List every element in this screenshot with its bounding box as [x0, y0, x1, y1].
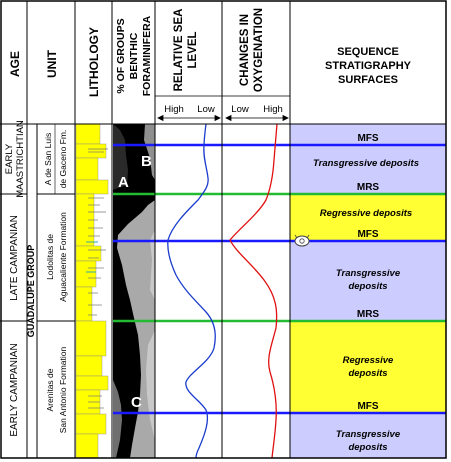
age-early-maastrichtian-2: MAASTRICHTIAN — [15, 120, 26, 198]
unit-a-de-san-luis-1: A de San Luis — [43, 133, 53, 185]
sea-scale-high: High — [164, 104, 184, 115]
header-sequence-1: SEQUENCE — [337, 46, 399, 58]
age-early-campanian: EARLY CAMPANIAN — [9, 343, 20, 436]
header-unit: UNIT — [45, 49, 59, 78]
deposit-regressive-lower-1: Regressive — [343, 355, 394, 366]
oxygenation-scale-arrow — [225, 114, 289, 122]
foram-label-c: C — [131, 394, 142, 411]
deposit-regressive-upper: Regressive deposits — [320, 208, 412, 219]
unit-a-de-san-luis-2: de Gaceno Fm. — [58, 130, 68, 189]
surface-label-mfs-bottom: MFS — [357, 401, 378, 412]
oxy-scale-high: High — [263, 104, 283, 115]
regressive-band-upper — [290, 194, 446, 241]
sea-level-curve — [167, 123, 216, 459]
foram-label-b: B — [141, 153, 152, 170]
header-oxygenation-2: OXYGENATION — [253, 8, 265, 92]
header-foram-3: FORAMINIFERA — [141, 15, 153, 96]
deposit-transgressive-middle-2: deposits — [348, 281, 387, 292]
surface-label-mfs-top: MFS — [357, 133, 378, 144]
unit-lodolitas-1: Lodolitas de — [45, 234, 55, 280]
deposit-regressive-lower-2: deposits — [348, 368, 387, 379]
regressive-band-lower — [290, 321, 446, 413]
unit-guadalupe-group: GUADALUPE GROUP — [26, 245, 36, 338]
unit-lodolitas-2: Aguacaliente Formation — [58, 212, 68, 302]
header-sequence-3: SURFACES — [338, 74, 398, 86]
header-sea-level-2: LEVEL — [187, 31, 199, 68]
surface-label-mrs-upper: MRS — [357, 182, 380, 193]
transgressive-band-top — [290, 124, 446, 194]
foram-label-a: A — [118, 174, 129, 191]
surface-label-mrs-lower: MRS — [357, 309, 380, 320]
header-age: AGE — [8, 51, 22, 77]
ammonite-icon — [294, 234, 310, 247]
oxygenation-curve — [229, 123, 278, 459]
deposit-transgressive-bottom-2: deposits — [348, 442, 387, 453]
oxy-scale-low: Low — [231, 104, 249, 115]
deposit-transgressive-middle-1: Transgressive — [336, 268, 401, 279]
transgressive-band-bottom — [290, 413, 446, 458]
sea-level-scale-arrow — [157, 114, 221, 122]
transgressive-band-middle — [290, 241, 446, 321]
header-lithology: LITHOLOGY — [87, 27, 101, 97]
deposit-transgressive-bottom-1: Transgressive — [336, 429, 401, 440]
unit-arenitas-1: Arenitas de — [45, 368, 55, 411]
header-oxygenation-1: CHANGES IN — [239, 14, 251, 86]
header-foram-2: BENTHIC — [128, 32, 140, 79]
lithology-column — [75, 123, 110, 459]
foraminifera-plot — [113, 124, 155, 458]
sea-scale-low: Low — [197, 104, 215, 115]
age-early-maastrichtian-1: EARLY — [4, 143, 15, 174]
deposit-transgressive-top: Transgressive deposits — [313, 158, 419, 169]
header-sea-level-1: RELATIVE SEA — [173, 9, 185, 92]
unit-arenitas-2: San Antonio Formation — [58, 347, 68, 434]
age-late-campanian: LATE CAMPANIAN — [9, 215, 20, 301]
surface-label-mfs-middle: MFS — [357, 229, 378, 240]
header-sequence-2: STRATIGRAPHY — [325, 60, 412, 72]
header-foram-1: % OF GROUPS — [115, 18, 127, 93]
